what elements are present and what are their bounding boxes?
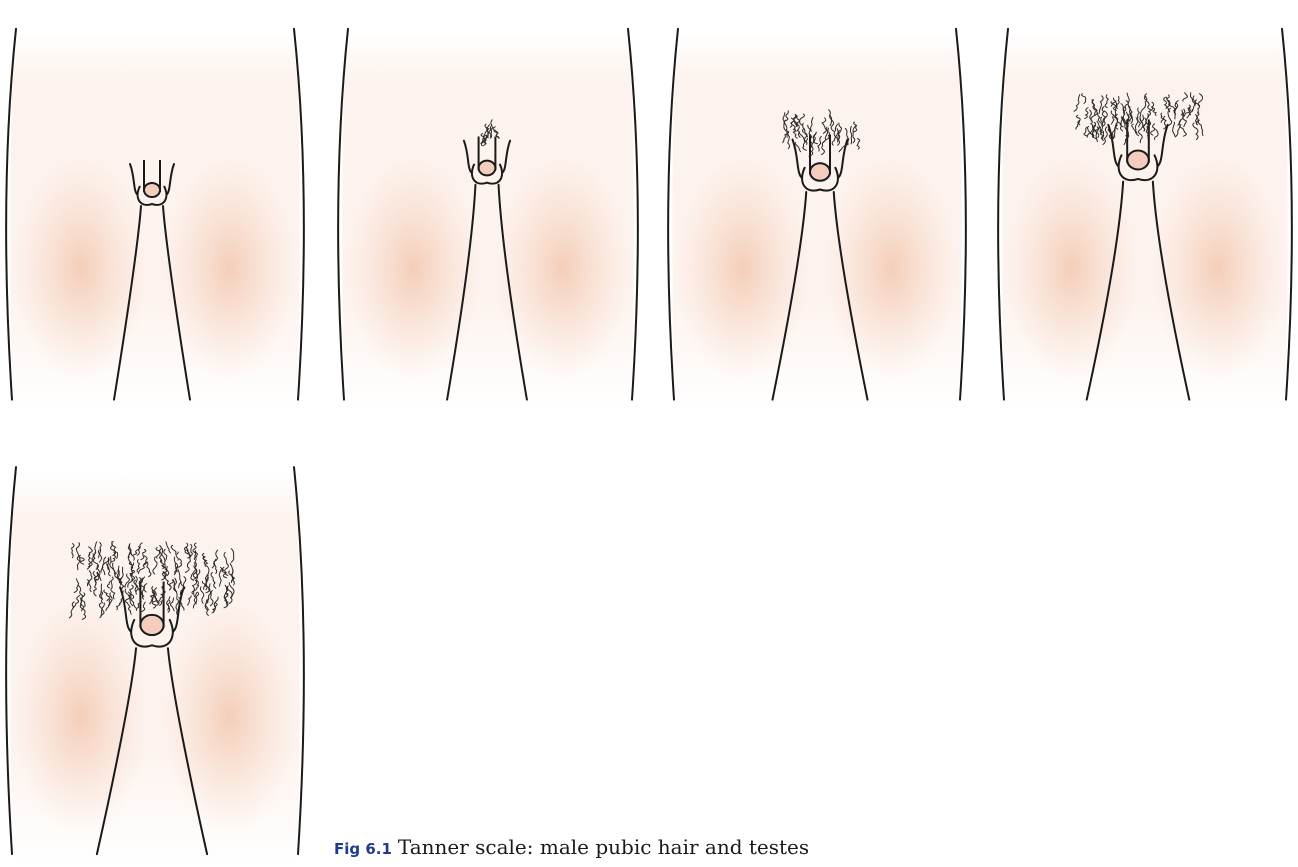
glans	[140, 615, 163, 635]
figure-caption: Fig 6.1 Tanner scale: male pubic hair and…	[334, 834, 809, 862]
tanner-stage-2-illustration	[332, 0, 644, 412]
glans	[479, 161, 496, 176]
figure-caption-text: Tanner scale: male pubic hair and testes	[398, 835, 809, 859]
stage-1-drawing	[0, 0, 310, 412]
stage-5-drawing	[0, 437, 310, 867]
stage-4-drawing	[992, 0, 1298, 412]
stage-3-drawing	[662, 0, 972, 412]
tanner-stage-4-illustration	[992, 0, 1298, 412]
figure-label: Fig 6.1	[334, 840, 392, 858]
tanner-stage-3-illustration	[662, 0, 972, 412]
tanner-stage-5-illustration	[0, 437, 310, 867]
glans	[1127, 151, 1149, 170]
glans	[810, 163, 830, 181]
tanner-stage-1-illustration	[0, 0, 310, 412]
glans	[144, 183, 160, 197]
stage-2-drawing	[332, 0, 644, 412]
